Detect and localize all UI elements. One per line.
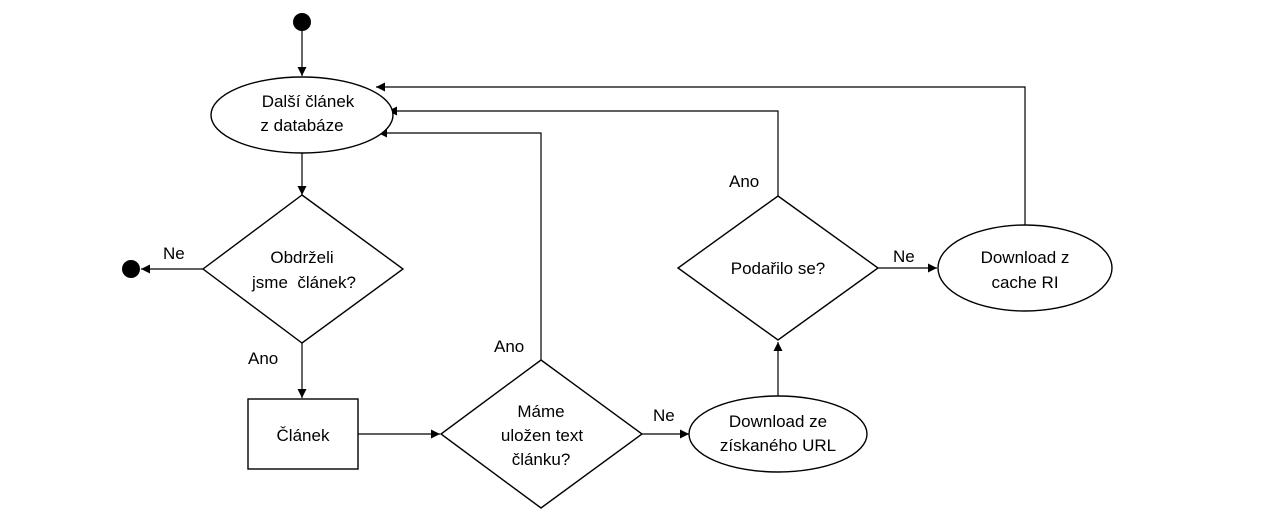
edge-success-to-next (388, 106, 779, 196)
download-cache-line-1: Download z (981, 248, 1070, 267)
node-succeeded: Podařilo se? (676, 195, 880, 341)
label-ne-cache: Ne (893, 247, 915, 266)
next-article-line-2: z databáze (260, 116, 343, 135)
label-ano-article: Ano (248, 349, 278, 368)
edge-cache-to-next (376, 82, 1026, 225)
succeeded-label: Podařilo se? (731, 259, 826, 278)
have-text-line-1: Máme (517, 402, 564, 421)
have-text-line-3: článku? (512, 450, 571, 469)
node-next-article: Další článek z databáze (210, 76, 394, 154)
node-article: Článek (247, 398, 359, 470)
label-ano-text: Ano (494, 337, 524, 356)
download-cache-line-2: cache RI (991, 273, 1058, 292)
got-article-line-1: Obdrželi (270, 248, 333, 267)
node-have-text: Máme uložen text článku? (439, 359, 644, 509)
start-node (293, 13, 311, 31)
end-node (122, 260, 140, 278)
node-download-url: Download ze získaného URL (688, 395, 868, 473)
label-ne-download: Ne (653, 406, 675, 425)
next-article-line-1: Další článek (262, 92, 355, 111)
article-label: Článek (277, 426, 330, 445)
download-url-line-1: Download ze (729, 412, 827, 431)
label-ano-success: Ano (729, 172, 759, 191)
edge-text-to-next (378, 128, 542, 360)
have-text-line-2: uložen text (501, 426, 583, 445)
node-got-article: Obdrželi jsme článek? (201, 194, 405, 344)
label-ne-end: Ne (163, 244, 185, 263)
download-url-line-2: získaného URL (720, 436, 836, 455)
node-download-cache: Download z cache RI (937, 224, 1113, 312)
got-article-line-2: jsme článek? (251, 273, 356, 292)
connectors (141, 31, 1026, 439)
